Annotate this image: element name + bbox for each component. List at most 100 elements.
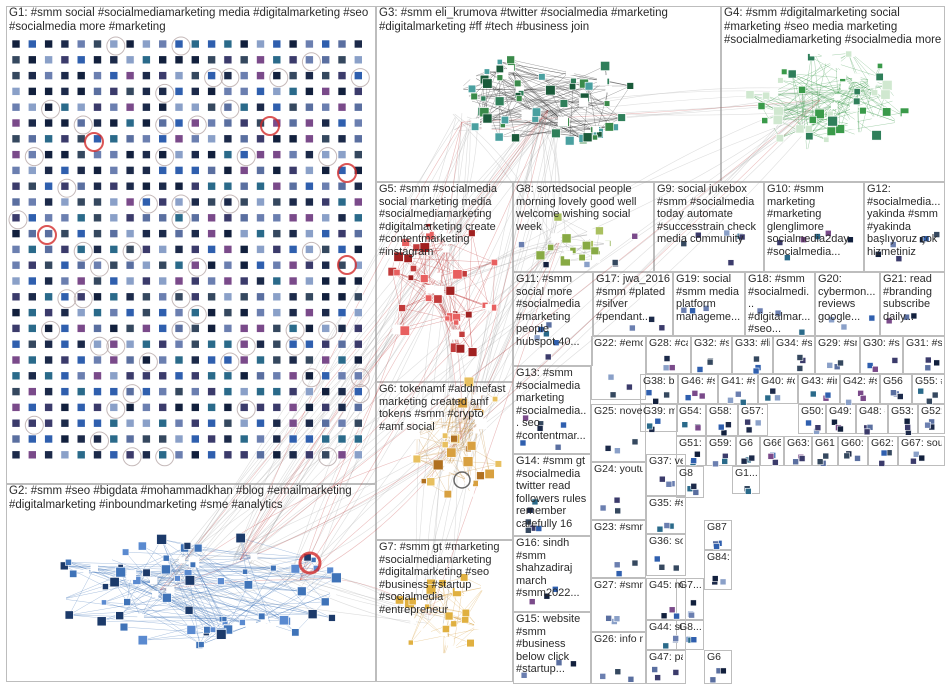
node — [116, 567, 126, 577]
node — [273, 151, 281, 159]
node — [45, 451, 53, 459]
node — [142, 293, 150, 301]
node — [273, 340, 281, 348]
node — [61, 103, 69, 111]
node — [110, 245, 118, 253]
cluster-label: G63: en... — [787, 437, 809, 449]
node — [663, 643, 669, 649]
node — [159, 103, 167, 111]
node — [142, 103, 150, 111]
node — [322, 388, 330, 396]
node — [191, 87, 199, 95]
node — [682, 422, 688, 428]
node — [97, 617, 106, 626]
node — [110, 403, 118, 411]
node — [236, 533, 245, 542]
node — [321, 598, 329, 606]
node — [12, 324, 20, 332]
node — [94, 451, 102, 459]
node — [257, 372, 265, 380]
node — [552, 129, 561, 138]
node — [434, 273, 441, 280]
node — [426, 285, 434, 293]
node — [159, 293, 167, 301]
node — [322, 245, 330, 253]
node — [191, 166, 199, 174]
cluster-label: G56 — [883, 375, 909, 387]
cluster-label: G31: #smm... — [906, 337, 942, 349]
node — [110, 435, 118, 443]
node — [126, 87, 134, 95]
node — [142, 230, 150, 238]
node — [876, 73, 883, 80]
node — [806, 132, 813, 139]
node — [126, 230, 134, 238]
node — [208, 403, 216, 411]
cluster-g15: G15: website #smm #business below click … — [513, 612, 591, 684]
node — [565, 251, 573, 259]
node — [191, 72, 199, 80]
node — [159, 72, 167, 80]
node — [12, 166, 20, 174]
node — [467, 441, 476, 450]
node — [45, 245, 53, 253]
node — [477, 472, 485, 480]
node — [610, 392, 616, 398]
node — [208, 309, 216, 317]
node — [583, 133, 592, 142]
node — [805, 125, 812, 132]
node — [94, 419, 102, 427]
node — [208, 87, 216, 95]
node — [94, 340, 102, 348]
node — [421, 479, 426, 484]
node — [838, 360, 844, 366]
node — [45, 198, 53, 206]
node — [338, 230, 346, 238]
node — [61, 245, 69, 253]
node — [770, 89, 778, 97]
cluster-label: G6 — [739, 437, 757, 449]
node — [28, 372, 36, 380]
node — [305, 245, 313, 253]
node — [848, 120, 857, 129]
node — [273, 309, 281, 317]
node — [204, 626, 211, 633]
node — [470, 74, 475, 79]
node — [175, 419, 183, 427]
node — [661, 613, 667, 619]
node — [289, 261, 297, 269]
node — [414, 433, 419, 438]
node — [257, 56, 265, 64]
node — [454, 320, 459, 325]
node — [191, 388, 199, 396]
node — [94, 372, 102, 380]
node — [797, 355, 803, 361]
node — [224, 166, 232, 174]
node — [551, 233, 560, 242]
node — [12, 245, 20, 253]
node — [305, 119, 313, 127]
node — [142, 419, 150, 427]
node — [94, 403, 102, 411]
node — [305, 198, 313, 206]
node — [240, 56, 248, 64]
node — [305, 451, 313, 459]
node — [514, 80, 521, 87]
node — [12, 435, 20, 443]
node — [655, 675, 661, 681]
node — [94, 324, 102, 332]
cluster-label: G41: #seo... — [721, 375, 755, 387]
cluster-label: G84: ind... — [707, 551, 729, 563]
node — [61, 56, 69, 64]
node — [653, 398, 659, 404]
node — [28, 277, 36, 285]
node — [491, 259, 497, 265]
node — [273, 324, 281, 332]
node — [142, 214, 150, 222]
node — [781, 69, 787, 75]
node — [77, 388, 85, 396]
node — [191, 103, 199, 111]
node — [354, 403, 362, 411]
node — [61, 340, 69, 348]
node — [273, 230, 281, 238]
